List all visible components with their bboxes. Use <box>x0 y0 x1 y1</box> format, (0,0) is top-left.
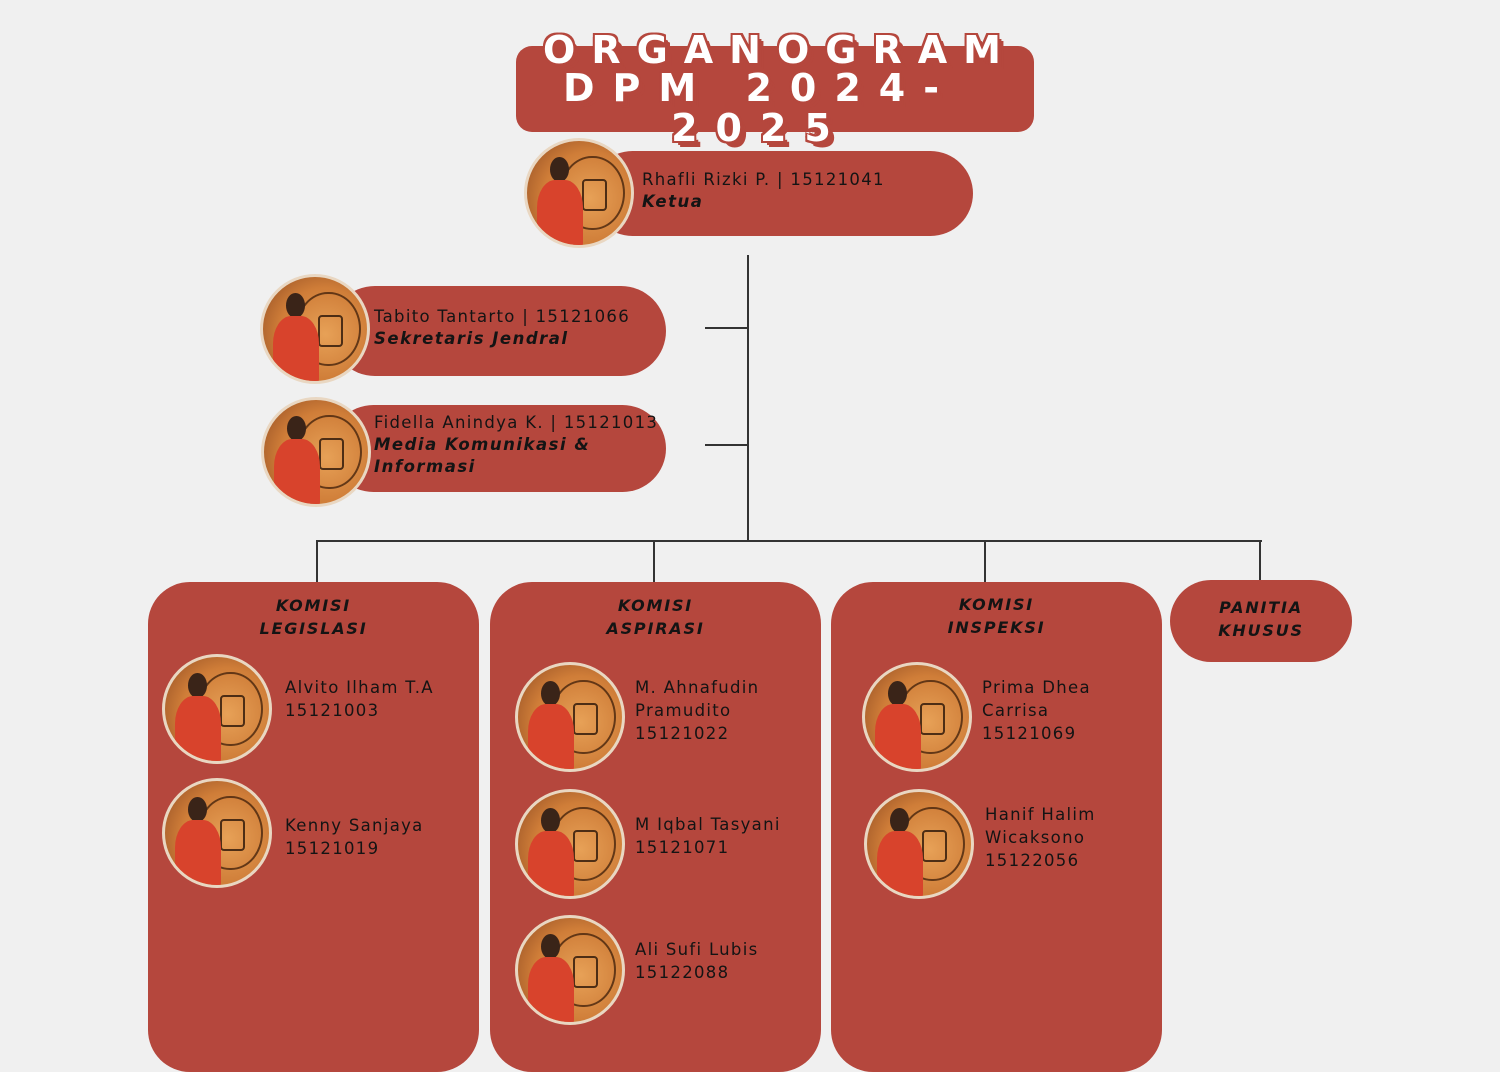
member-photo-inspeksi-1 <box>862 662 972 772</box>
connector-main-vertical <box>747 255 749 542</box>
member-photo-aspirasi-3 <box>515 915 625 1025</box>
connector-medkominfo <box>705 444 749 446</box>
member-photo-aspirasi-1 <box>515 662 625 772</box>
member-photo-aspirasi-2 <box>515 789 625 899</box>
ketua-pill <box>590 151 973 236</box>
title-line-2: DPM 2024-2025 <box>563 66 957 150</box>
organogram-title: ORGANOGRAM DPM 2024-2025 <box>500 28 1040 148</box>
member-photo-legislasi-1 <box>162 654 272 764</box>
member-inspeksi-2: Hanif Halim Wicaksono 15122056 <box>985 805 1096 870</box>
connector-sekjen <box>705 327 749 329</box>
person-silhouette <box>528 930 575 1022</box>
connector-inspeksi <box>984 540 986 584</box>
ketua-role: Ketua <box>642 192 704 211</box>
connector-horizontal-bus <box>316 540 1262 542</box>
sekjen-role: Sekretaris Jendral <box>374 329 569 348</box>
title-line-1: ORGANOGRAM <box>543 28 1017 72</box>
ketua-name: Rhafli Rizki P. | 15121041 <box>642 170 885 189</box>
medkominfo-pill <box>330 405 666 492</box>
person-silhouette <box>528 804 575 896</box>
person-silhouette <box>877 804 924 896</box>
person-silhouette <box>537 153 584 245</box>
member-aspirasi-3: Ali Sufi Lubis 15122088 <box>635 940 759 982</box>
person-silhouette <box>175 793 222 885</box>
person-silhouette <box>273 289 320 381</box>
connector-aspirasi <box>653 540 655 584</box>
member-aspirasi-2: M Iqbal Tasyani 15121071 <box>635 815 781 857</box>
member-aspirasi-1: M. Ahnafudin Pramudito 15121022 <box>635 678 760 743</box>
sekjen-photo <box>260 274 370 384</box>
panitia-khusus-title: PANITIA KHUSUS <box>1218 598 1304 640</box>
member-legislasi-2: Kenny Sanjaya 15121019 <box>285 816 424 858</box>
medkominfo-role-line1: Media Komunikasi & <box>374 435 591 454</box>
medkominfo-name: Fidella Anindya K. | 15121013 <box>374 413 659 432</box>
ketua-photo <box>524 138 634 248</box>
sekjen-pill <box>330 286 666 376</box>
panitia-khusus-pill: PANITIA KHUSUS <box>1170 580 1352 662</box>
person-silhouette <box>875 677 922 769</box>
member-legislasi-1: Alvito Ilham T.A 15121003 <box>285 678 434 720</box>
medkominfo-photo <box>261 397 371 507</box>
komisi-aspirasi-title: KOMISI ASPIRASI <box>606 596 705 638</box>
title-shadow-band <box>516 46 1034 132</box>
komisi-inspeksi-title: KOMISI INSPEKSI <box>947 595 1046 637</box>
komisi-legislasi-title: KOMISI LEGISLASI <box>259 596 368 638</box>
person-silhouette <box>274 412 321 504</box>
medkominfo-role-line2: Informasi <box>374 457 476 476</box>
connector-panitia <box>1259 540 1261 582</box>
member-photo-legislasi-2 <box>162 778 272 888</box>
member-photo-inspeksi-2 <box>864 789 974 899</box>
person-silhouette <box>175 669 222 761</box>
member-inspeksi-1: Prima Dhea Carrisa 15121069 <box>982 678 1091 743</box>
connector-legislasi <box>316 540 318 584</box>
sekjen-name: Tabito Tantarto | 15121066 <box>374 307 631 326</box>
person-silhouette <box>528 677 575 769</box>
